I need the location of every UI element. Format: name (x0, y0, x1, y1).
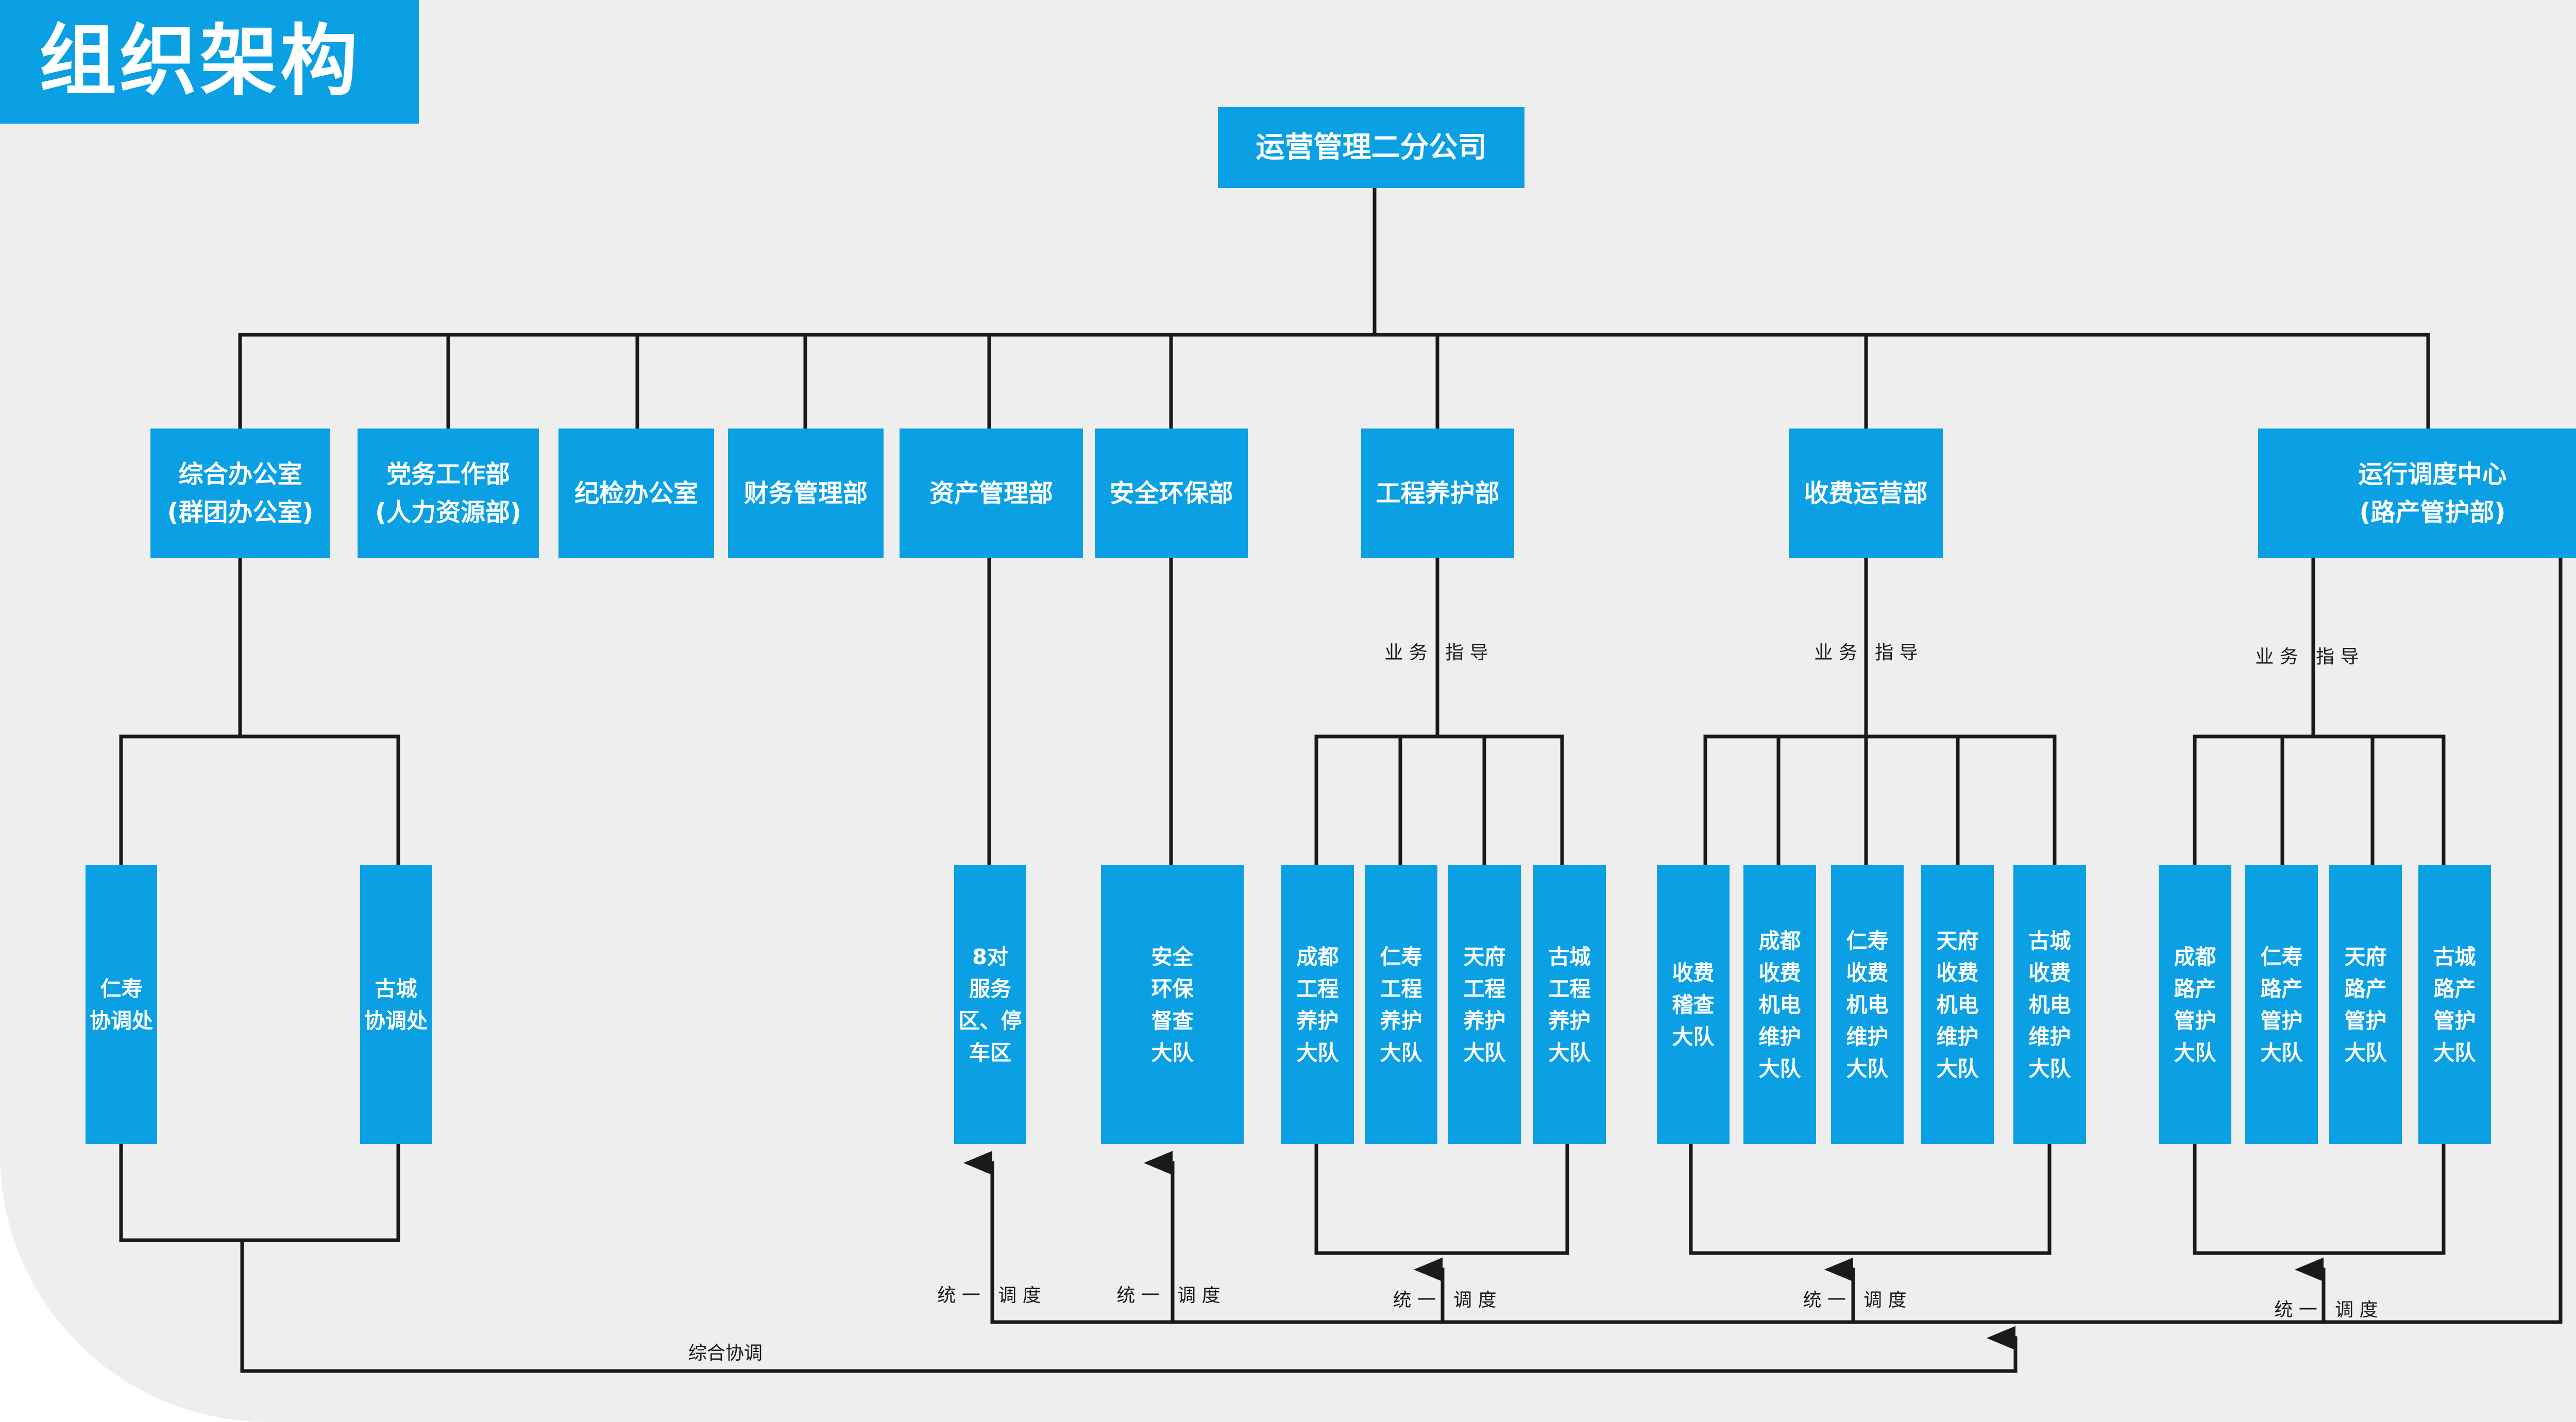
label-unified-dispatch-safety: 统 一 调 度 (1116, 1285, 1221, 1306)
title-banner: 组织架构 (0, 0, 419, 124)
unit-tianfu-road: 天府 路产 管护 大队 (2329, 865, 2402, 1144)
label-business-guidance-dispatch: 业 务 指 导 (2255, 646, 2359, 667)
page-title: 组织架构 (39, 16, 361, 106)
unit-tianfu-toll: 天府 收费 机电 维护 大队 (1921, 865, 1994, 1144)
unit-chengdu-road: 成都 路产 管护 大队 (2159, 865, 2231, 1144)
unit-toll-inspection: 收费 稽查 大队 (1657, 865, 1730, 1144)
unit-renshou-coordination: 仁寿 协调处 (86, 865, 157, 1144)
unit-chengdu-toll: 成都 收费 机电 维护 大队 (1743, 865, 1816, 1144)
label-comprehensive-coordination: 综合协调 (688, 1343, 763, 1364)
unit-chengdu-engineering: 成都 工程 养护 大队 (1281, 865, 1354, 1144)
unit-safety-inspection: 安全 环保 督查 大队 (1101, 865, 1244, 1144)
dept-party-affairs: 党务工作部 (人力资源部) (358, 429, 539, 558)
dept-safety-environment: 安全环保部 (1095, 429, 1248, 558)
dept-asset-management: 资产管理部 (900, 429, 1083, 558)
unit-gucheng-engineering: 古城 工程 养护 大队 (1533, 865, 1606, 1144)
label-unified-dispatch-engineering: 统 一 调 度 (1393, 1290, 1497, 1311)
dept-dispatch-center: 运行调度中心 (路产管护部) (2258, 429, 2576, 558)
unit-tianfu-engineering: 天府 工程 养护 大队 (1448, 865, 1521, 1144)
unit-renshou-road: 仁寿 路产 管护 大队 (2245, 865, 2318, 1144)
dept-toll-operations: 收费运营部 (1789, 429, 1943, 558)
label-business-guidance-engineering: 业 务 指 导 (1384, 642, 1488, 663)
root-company-box: 运营管理二分公司 (1218, 107, 1524, 188)
label-unified-dispatch-toll: 统 一 调 度 (1803, 1290, 1907, 1311)
unit-renshou-toll: 仁寿 收费 机电 维护 大队 (1831, 865, 1904, 1144)
dept-engineering-maintenance: 工程养护部 (1361, 429, 1514, 558)
unit-gucheng-coordination: 古城 协调处 (360, 865, 432, 1144)
dept-finance: 财务管理部 (728, 429, 884, 558)
label-unified-dispatch-road: 统 一 调 度 (2274, 1299, 2378, 1321)
label-business-guidance-toll: 业 务 指 导 (1814, 642, 1918, 663)
dept-general-office: 综合办公室 (群团办公室) (150, 429, 330, 558)
unit-gucheng-toll: 古城 收费 机电 维护 大队 (2013, 865, 2086, 1144)
unit-service-areas: 8对 服务 区、停 车区 (954, 865, 1026, 1144)
unit-renshou-engineering: 仁寿 工程 养护 大队 (1365, 865, 1437, 1144)
label-unified-dispatch-service: 统 一 调 度 (937, 1285, 1041, 1306)
unit-gucheng-road: 古城 路产 管护 大队 (2418, 865, 2491, 1144)
dept-discipline-office: 纪检办公室 (558, 429, 714, 558)
